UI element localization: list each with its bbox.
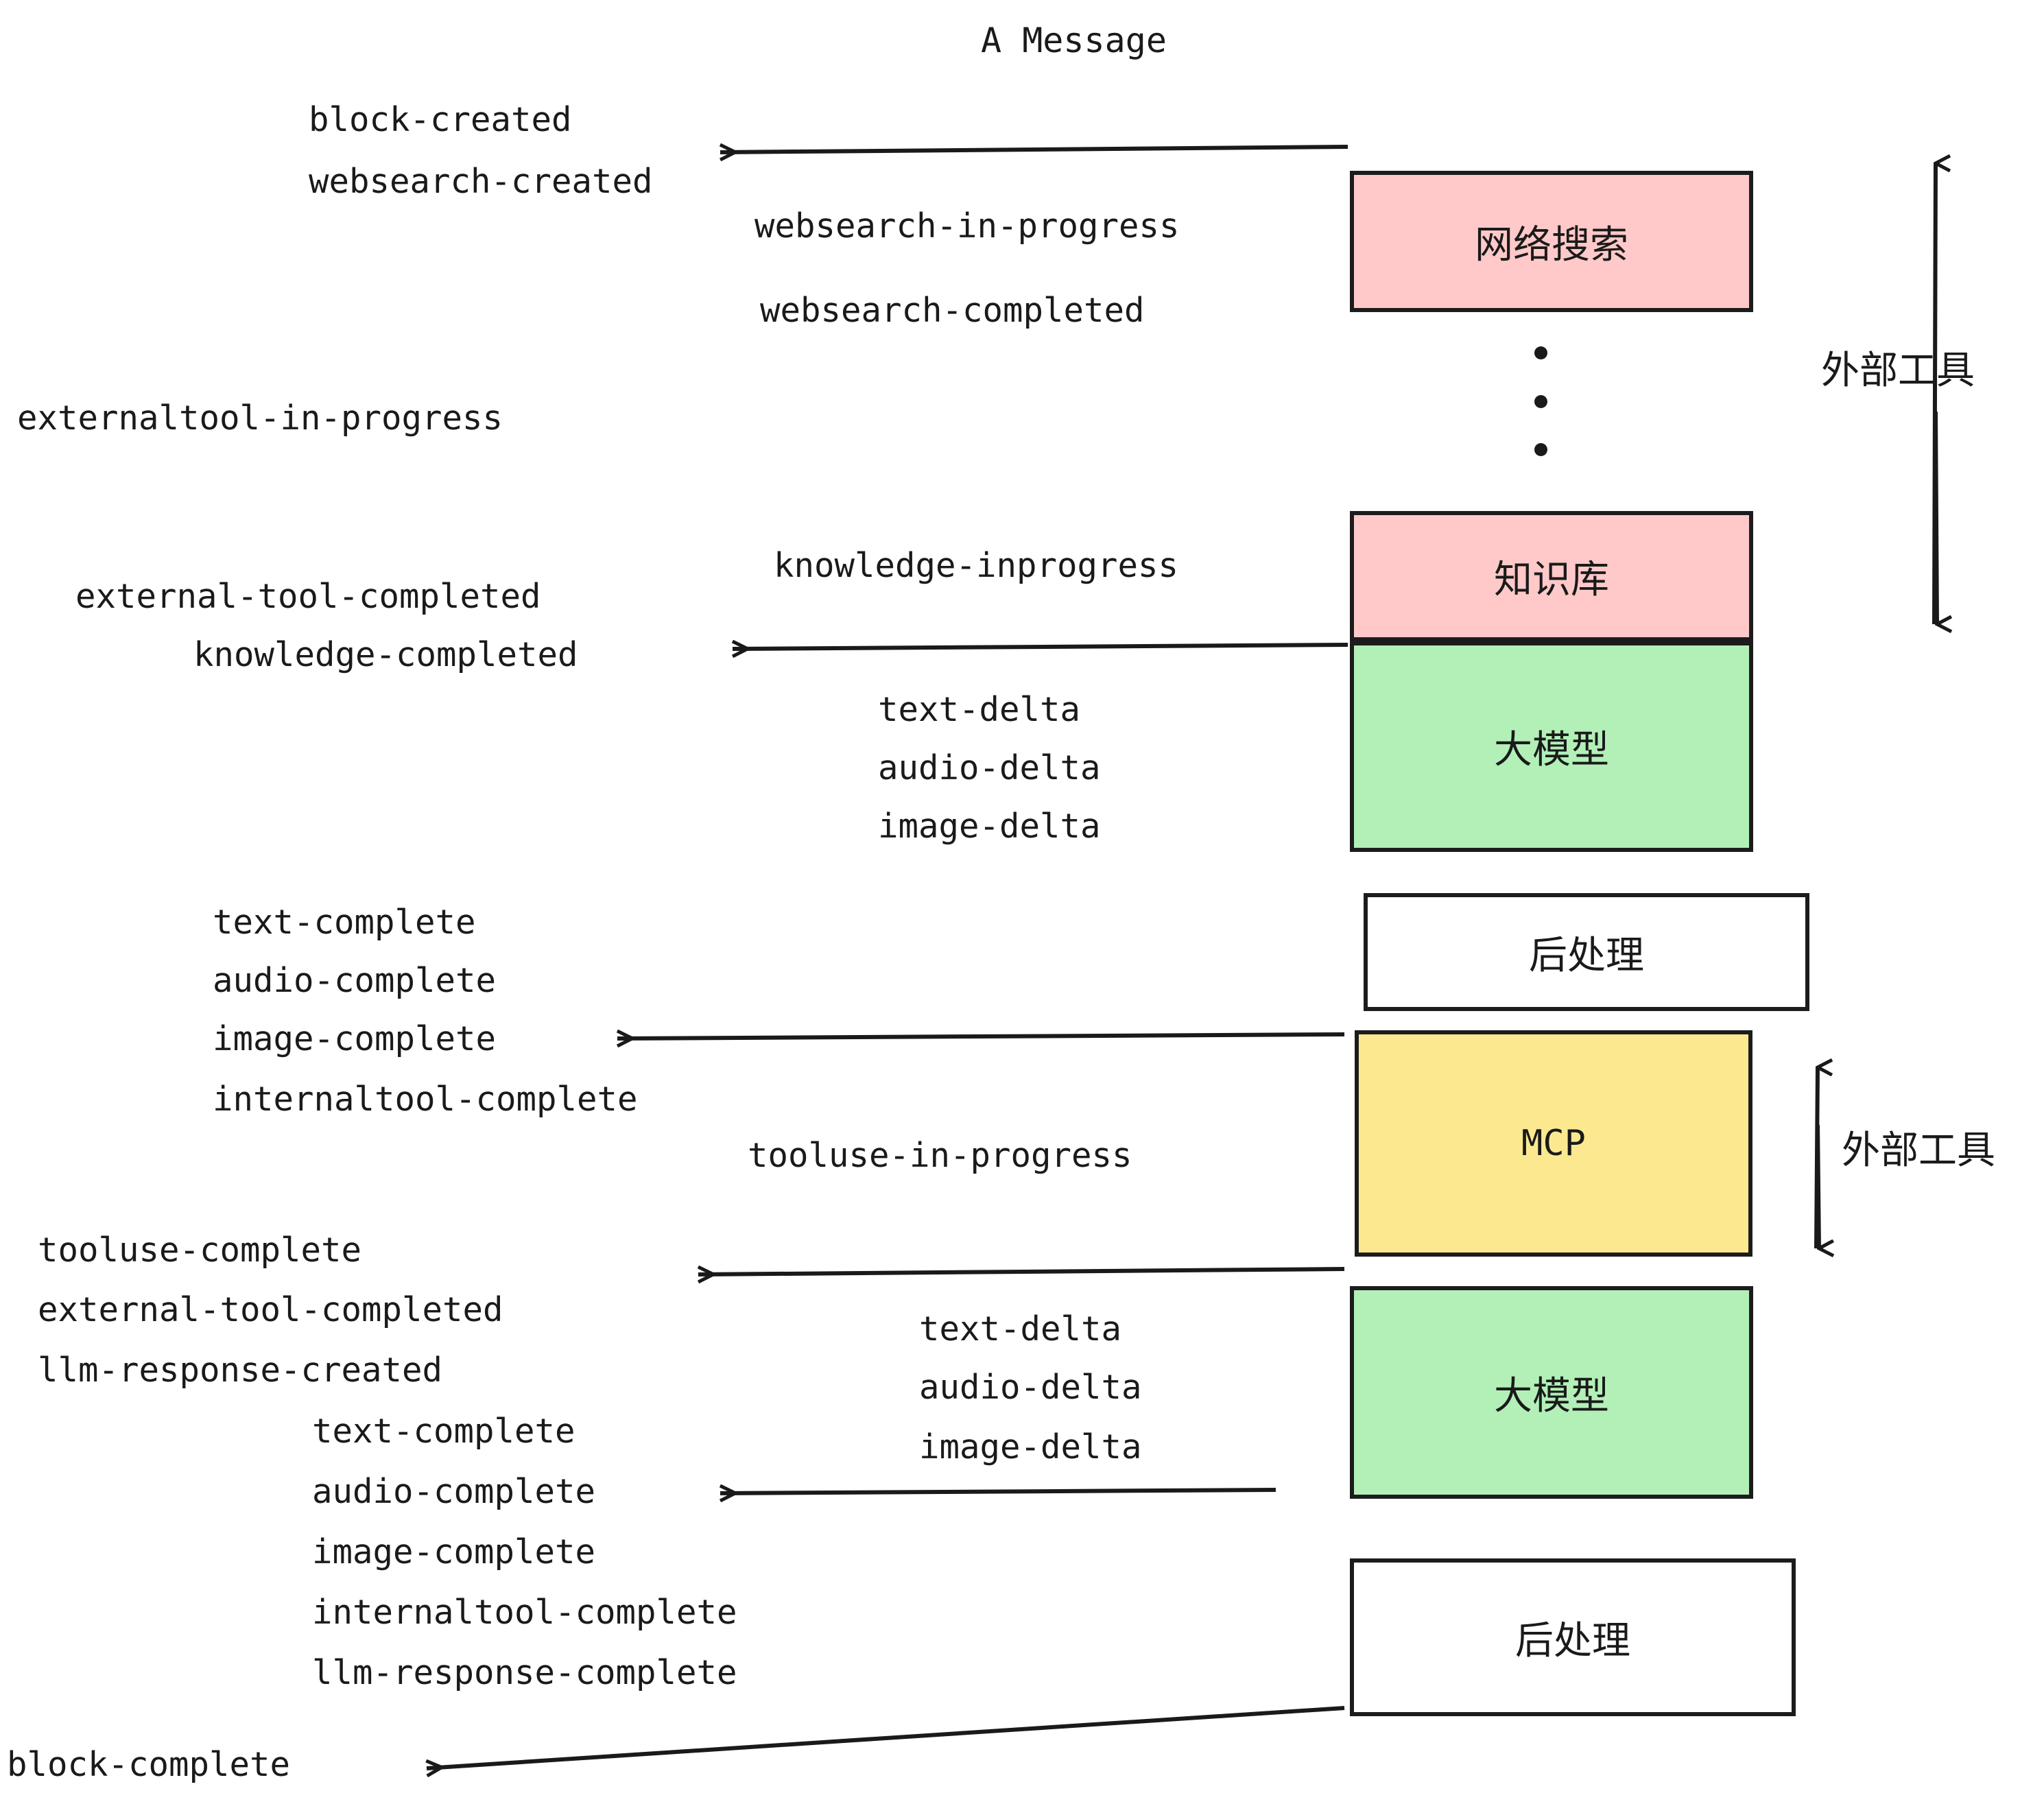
event-internaltool-complete-second: internaltool-complete: [312, 1593, 737, 1632]
box-mcp-label: MCP: [1521, 1123, 1586, 1164]
box-postprocess-second-label: 后处理: [1515, 1618, 1630, 1663]
label-external-tools-top: 外部工具: [1821, 348, 1975, 393]
event-tooluse-in-progress: tooluse-in-progress: [748, 1136, 1132, 1175]
box-llm-first-label: 大模型: [1494, 728, 1609, 772]
bracket-external-tools-bottom: [1814, 1067, 1818, 1249]
event-text-delta-first: text-delta: [878, 690, 1081, 729]
event-llm-response-created: llm-response-created: [38, 1351, 443, 1390]
ellipsis-dot: [1534, 394, 1547, 408]
event-image-delta-second: image-delta: [919, 1427, 1142, 1467]
event-block-created: block-created: [309, 100, 572, 139]
event-image-delta-first: image-delta: [878, 807, 1101, 846]
box-knowledge[interactable]: 知识库: [1350, 511, 1753, 641]
event-external-tool-completed-second: external-tool-completed: [38, 1290, 503, 1329]
event-external-tool-completed-first: external-tool-completed: [75, 577, 541, 616]
box-websearch-label: 网络搜索: [1475, 222, 1628, 268]
event-audio-delta-first: audio-delta: [878, 748, 1101, 787]
event-knowledge-inprogress: knowledge-inprogress: [774, 546, 1179, 585]
box-websearch[interactable]: 网络搜索: [1350, 171, 1753, 312]
event-websearch-in-progress: websearch-in-progress: [754, 206, 1180, 246]
event-websearch-created: websearch-created: [309, 162, 653, 201]
box-postprocess-first-label: 后处理: [1529, 933, 1644, 978]
box-knowledge-label: 知识库: [1494, 557, 1609, 602]
box-llm-first[interactable]: 大模型: [1350, 641, 1753, 852]
event-tooluse-complete: tooluse-complete: [38, 1231, 362, 1270]
arrow-websearch-to-block-created: [720, 147, 1348, 152]
bracket-external-tools-bottom-down: [1816, 1124, 1819, 1248]
event-text-complete-first: text-complete: [213, 903, 476, 942]
event-audio-delta-second: audio-delta: [919, 1368, 1142, 1407]
event-llm-response-complete: llm-response-complete: [312, 1653, 737, 1692]
arrow-knowledge-to-knowledge-completed: [733, 645, 1348, 649]
event-knowledge-completed: knowledge-completed: [193, 635, 578, 674]
event-block-complete: block-complete: [7, 1745, 291, 1784]
box-llm-second[interactable]: 大模型: [1350, 1286, 1753, 1499]
box-postprocess-second[interactable]: 后处理: [1350, 1558, 1796, 1716]
event-internaltool-complete-first: internaltool-complete: [213, 1080, 638, 1119]
event-audio-complete-first: audio-complete: [213, 961, 497, 1000]
event-externaltool-in-progress: externaltool-in-progress: [17, 399, 503, 438]
event-websearch-completed: websearch-completed: [760, 291, 1145, 330]
event-image-complete-second: image-complete: [312, 1532, 596, 1571]
diagram-title: A Message: [981, 21, 1167, 60]
ellipsis-dot: [1534, 443, 1547, 456]
event-text-delta-second: text-delta: [919, 1309, 1122, 1349]
event-text-complete-second: text-complete: [312, 1412, 575, 1451]
arrow-llm2-to-audio-complete: [720, 1490, 1276, 1493]
label-external-tools-bottom: 外部工具: [1842, 1128, 1995, 1173]
box-llm-second-label: 大模型: [1494, 1373, 1609, 1419]
arrow-mcp-to-tooluse-complete: [698, 1269, 1345, 1274]
ellipsis-dot: [1534, 346, 1547, 359]
bracket-external-tools-top-down: [1934, 411, 1937, 624]
event-audio-complete-second: audio-complete: [312, 1472, 596, 1511]
box-postprocess-first[interactable]: 后处理: [1364, 893, 1809, 1011]
box-mcp[interactable]: MCP: [1355, 1030, 1752, 1257]
vertical-ellipsis: [1534, 346, 1547, 456]
arrow-llm1-to-image-complete: [617, 1034, 1345, 1039]
arrow-postprocess2-to-block-complete: [427, 1706, 1345, 1768]
event-image-complete-first: image-complete: [213, 1019, 497, 1058]
